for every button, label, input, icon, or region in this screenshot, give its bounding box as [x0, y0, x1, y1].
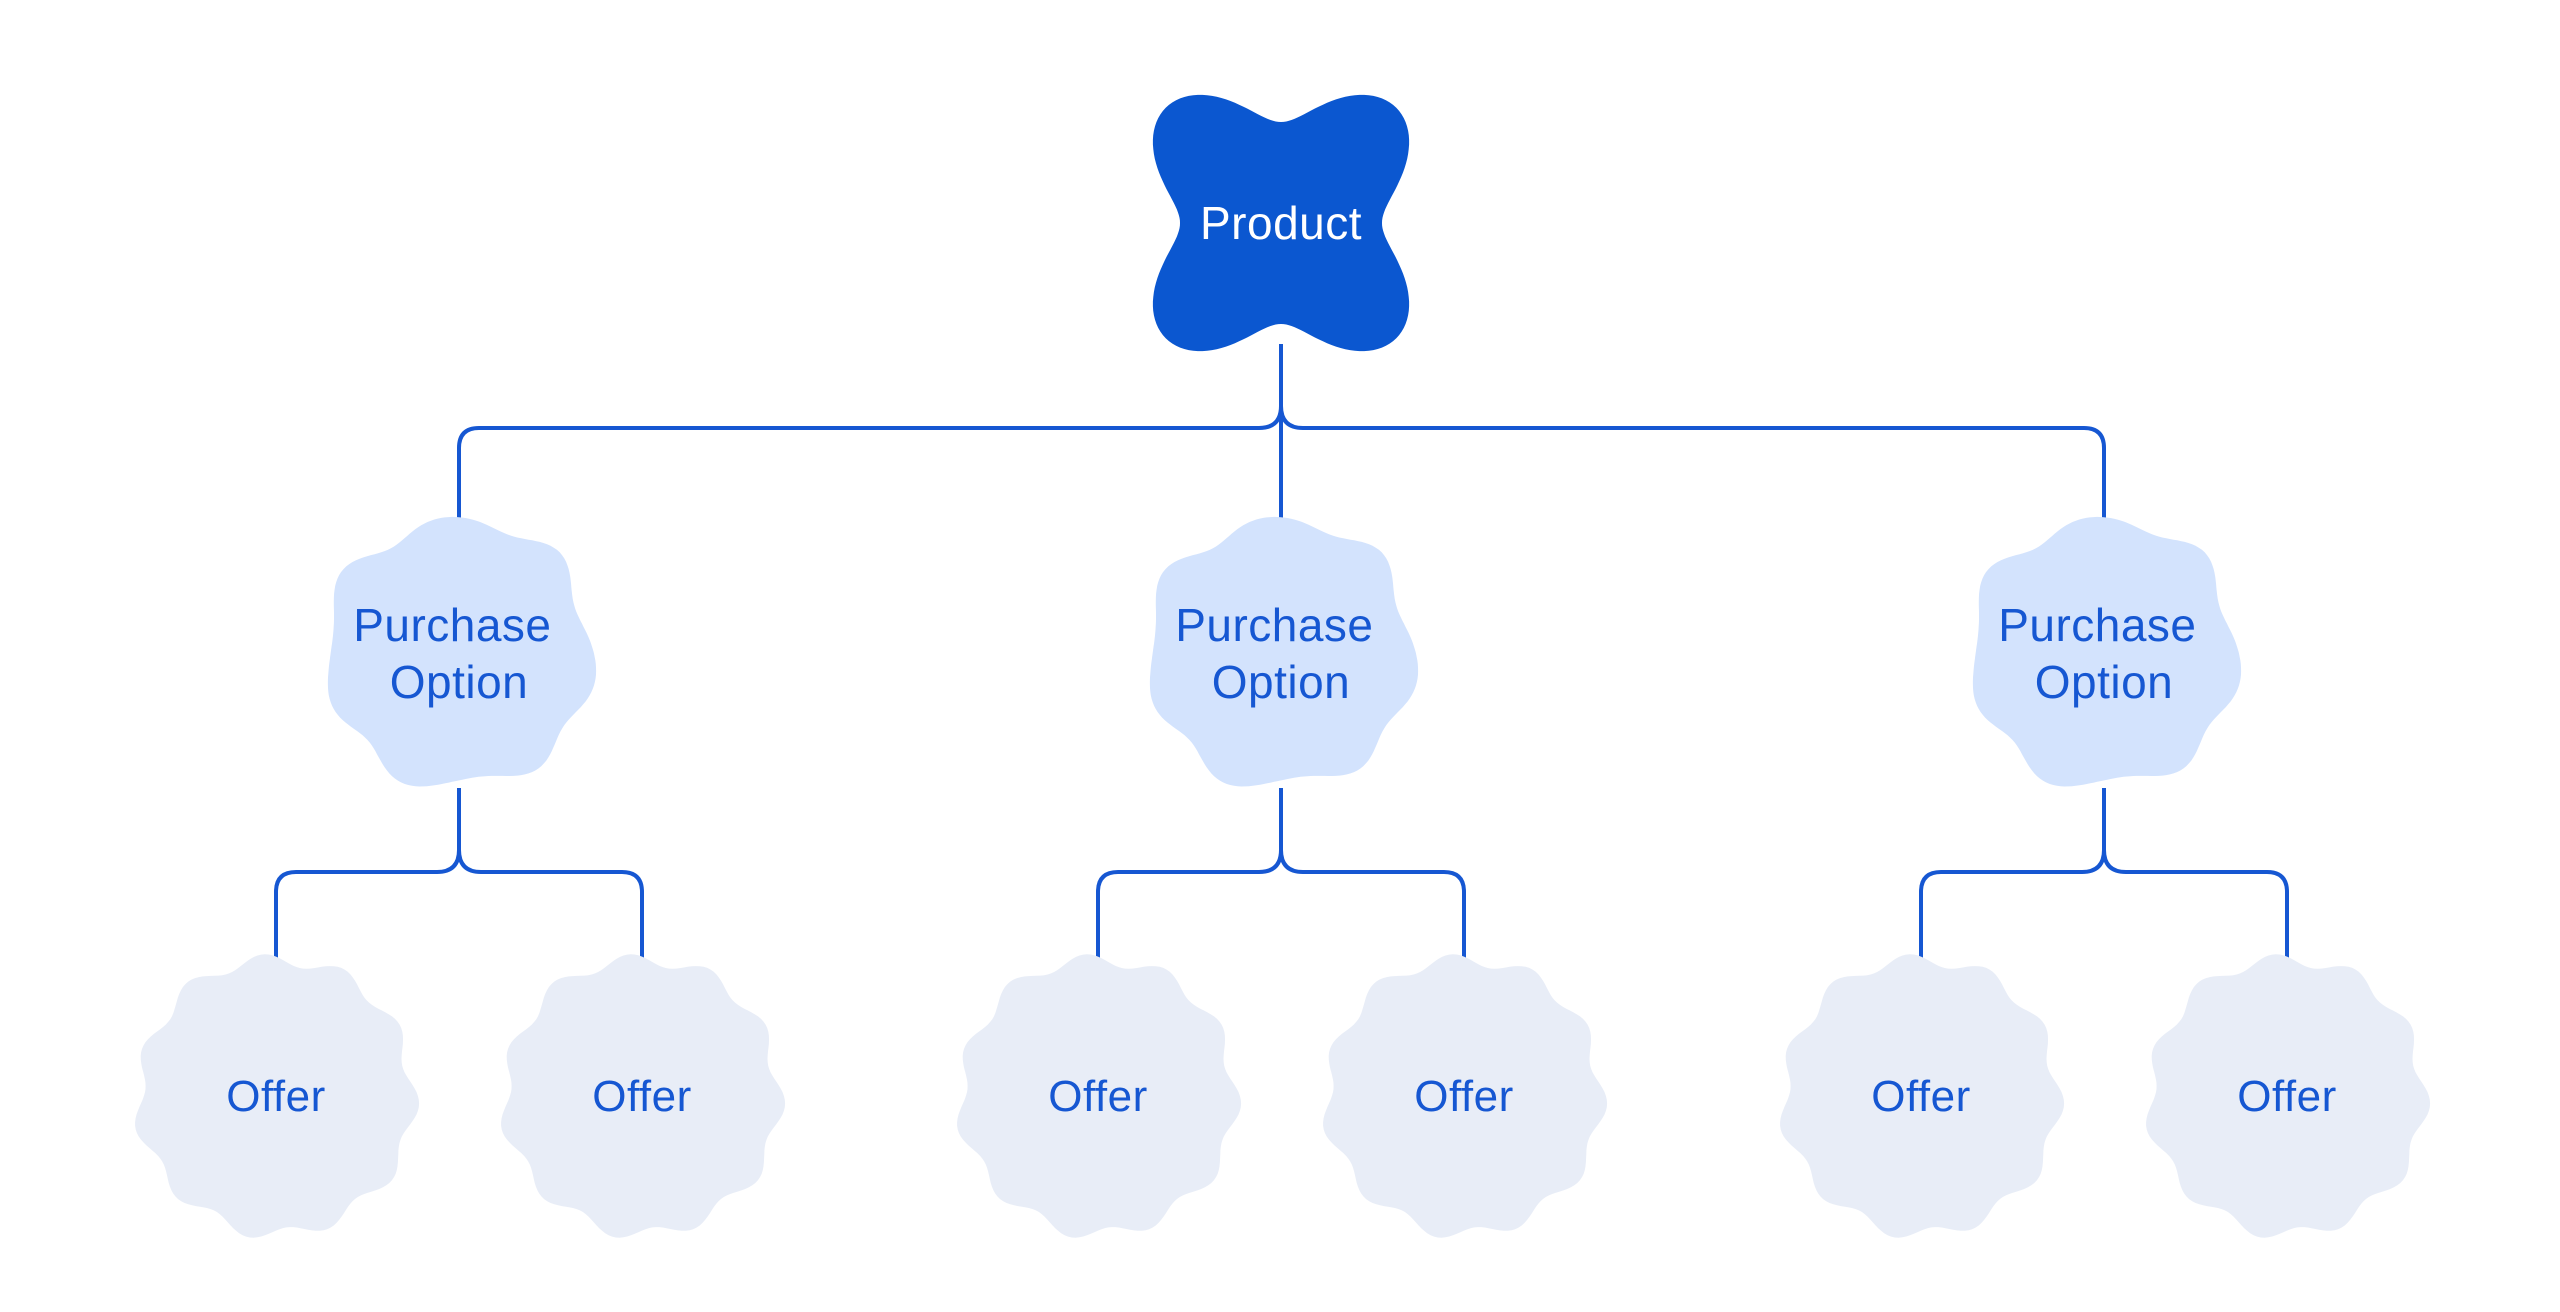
offer-shape [501, 954, 786, 1238]
purchase-option-label-line-2: Option [390, 656, 529, 708]
connectors [274, 344, 2289, 962]
offer-shape [957, 954, 1242, 1238]
offer-shape [2146, 954, 2431, 1238]
node-offer-1: Offer [135, 954, 420, 1238]
product-shape [1152, 94, 1410, 352]
node-purchase-option-1: Purchase Option [327, 516, 597, 787]
connector-purchase-3-to-offer-5 [1919, 788, 2106, 962]
node-offer-4: Offer [1323, 954, 1608, 1238]
offer-shape [135, 954, 420, 1238]
offer-shape [1323, 954, 1608, 1238]
offer-shape [1780, 954, 2065, 1238]
purchase-option-label: Purchase Option [1175, 599, 1387, 708]
offer-label: Offer [1048, 1072, 1148, 1121]
node-offer-3: Offer [957, 954, 1242, 1238]
purchase-option-shape [1972, 516, 2242, 787]
node-offer-2: Offer [501, 954, 786, 1238]
node-offer-6: Offer [2146, 954, 2431, 1238]
purchase-option-shape [1149, 516, 1419, 787]
node-offer-5: Offer [1780, 954, 2065, 1238]
connector-purchase-1-to-offer-1 [274, 788, 461, 962]
offer-label: Offer [2237, 1072, 2337, 1121]
offer-label: Offer [226, 1072, 326, 1121]
purchase-option-label-line-1: Purchase [353, 599, 551, 651]
product-label: Product [1200, 197, 1362, 249]
node-product: Product [1152, 94, 1410, 352]
purchase-option-label: Purchase Option [1998, 599, 2210, 708]
connector-product-to-purchase-1 [457, 344, 1283, 524]
purchase-option-label: Purchase Option [353, 599, 565, 708]
connector-purchase-2-to-offer-4 [1279, 788, 1466, 962]
offer-label: Offer [1871, 1072, 1971, 1121]
connector-purchase-2-to-offer-3 [1096, 788, 1283, 962]
connector-purchase-3-to-offer-6 [2102, 788, 2289, 962]
offer-label: Offer [1414, 1072, 1514, 1121]
purchase-option-shape [327, 516, 597, 787]
purchase-option-label-line-2: Option [1212, 656, 1351, 708]
purchase-option-label-line-2: Option [2035, 656, 2174, 708]
connector-purchase-1-to-offer-2 [457, 788, 644, 962]
node-purchase-option-2: Purchase Option [1149, 516, 1419, 787]
purchase-option-label-line-1: Purchase [1998, 599, 2196, 651]
offer-label: Offer [592, 1072, 692, 1121]
purchase-option-label-line-1: Purchase [1175, 599, 1373, 651]
node-purchase-option-3: Purchase Option [1972, 516, 2242, 787]
connector-product-to-purchase-3 [1279, 344, 2106, 524]
